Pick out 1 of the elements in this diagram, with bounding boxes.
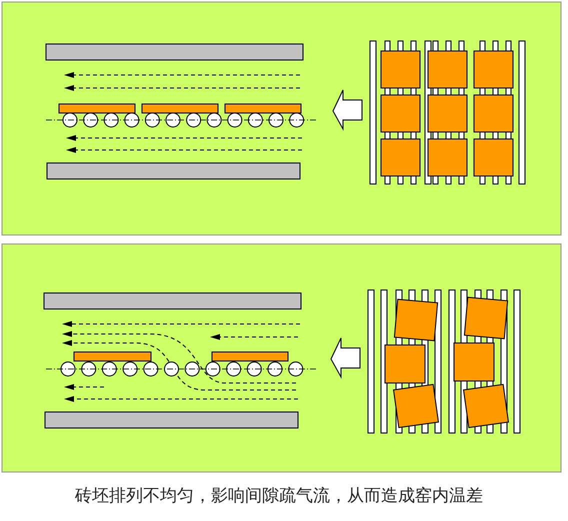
caption: 砖坯排列不均匀，影响间隙疏气流，从而造成窑内温差 (74, 485, 484, 507)
